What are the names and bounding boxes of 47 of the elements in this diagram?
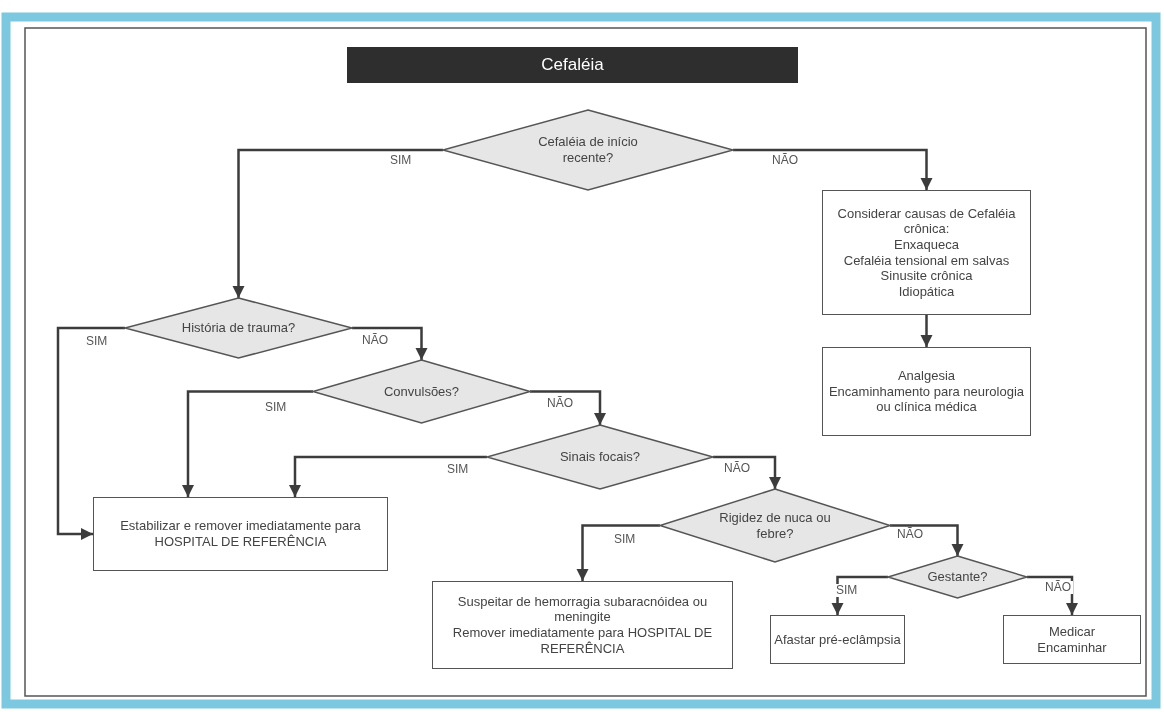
box-text: Sinusite crônica: [880, 268, 973, 284]
edge-label: SIM: [834, 584, 860, 598]
decision-diamond: [660, 489, 890, 562]
arrow: [733, 148, 933, 190]
process-box: [432, 581, 733, 669]
arrow: [352, 326, 428, 360]
process-box: [770, 615, 905, 664]
box-text: Analgesia: [897, 368, 956, 384]
arrow: [890, 524, 964, 556]
question-text: Gestante?: [927, 569, 988, 585]
process-box: [1003, 615, 1141, 664]
decision-diamond: [313, 360, 530, 423]
question-text: Sinais focais?: [559, 449, 641, 465]
decision-diamond: [443, 110, 733, 190]
arrow: [56, 326, 125, 541]
arrow: [831, 575, 888, 615]
arrow: [181, 390, 313, 497]
question-text: Cefaléia de início recente?: [537, 134, 639, 166]
box-text: Encaminhamento para neurologia ou clínica médica: [827, 383, 1026, 415]
box-text: Cefaléia tensional em salvas: [843, 252, 1010, 269]
arrow: [232, 148, 443, 298]
box-text: Medicar: [1048, 623, 1096, 640]
decision-diamond: [125, 298, 352, 358]
box-text: Encaminhar: [1037, 639, 1107, 656]
question-text: Convulsões?: [383, 383, 460, 400]
process-box: [822, 347, 1031, 436]
decision-diamond: [487, 425, 713, 489]
question-text: História de trauma?: [181, 320, 296, 336]
arrow: [576, 524, 660, 581]
box-text: Suspeitar de hemorragia subaracnóidea ou meningite: [456, 593, 709, 625]
decision-diamond: [888, 556, 1027, 598]
arrow: [530, 390, 607, 425]
title-bar: Cefaléia: [347, 47, 798, 83]
process-box: [822, 190, 1031, 315]
arrow: [920, 315, 933, 347]
edge-label: NÃO: [1043, 581, 1073, 595]
arrow: [288, 455, 487, 497]
process-box: [93, 497, 388, 571]
box-text: Estabilizar e remover imediatamente para HOSPITAL DE REFERÊNCIA: [119, 518, 362, 550]
arrow: [713, 455, 782, 489]
box-text: Enxaqueca: [893, 236, 960, 253]
question-text: Rigidez de nuca ou febre?: [718, 509, 832, 542]
box-text: Afastar pré-eclâmpsia: [774, 631, 901, 648]
arrow: [1027, 575, 1079, 615]
box-text: Idiopática: [898, 283, 955, 300]
box-text: Remover imediatamente para HOSPITAL DE REFERÊNCIA: [451, 625, 714, 657]
box-text: Considerar causas de Cefaléia crônica:: [836, 205, 1017, 237]
